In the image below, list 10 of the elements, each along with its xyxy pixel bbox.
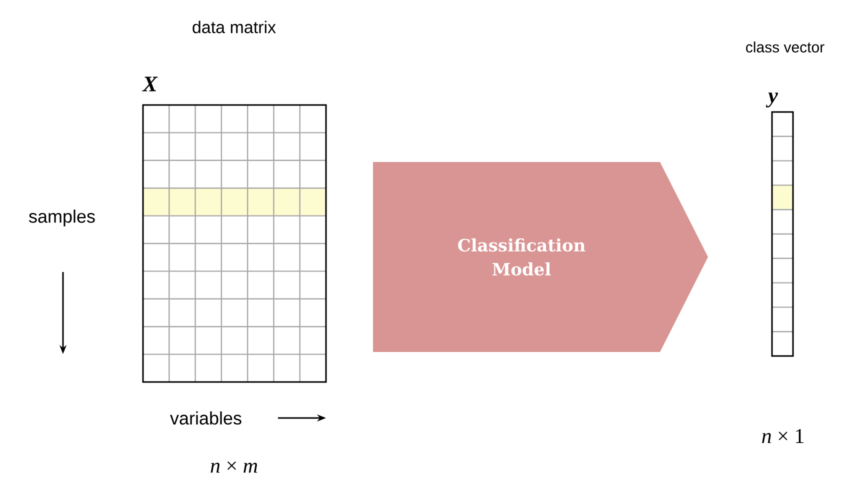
model-arrow [373, 162, 708, 352]
axis-label: samples [29, 210, 95, 226]
heading: class vector [746, 42, 824, 52]
axis-label: variables [170, 411, 242, 425]
heading: data matrix [192, 20, 276, 34]
matrix-symbol: X [142, 76, 158, 92]
dimension-label: n × m [210, 461, 258, 473]
model-label: Classification Model [458, 238, 586, 276]
dimension-label: n × 1 [762, 429, 804, 443]
matrix-symbol: y [766, 92, 778, 108]
